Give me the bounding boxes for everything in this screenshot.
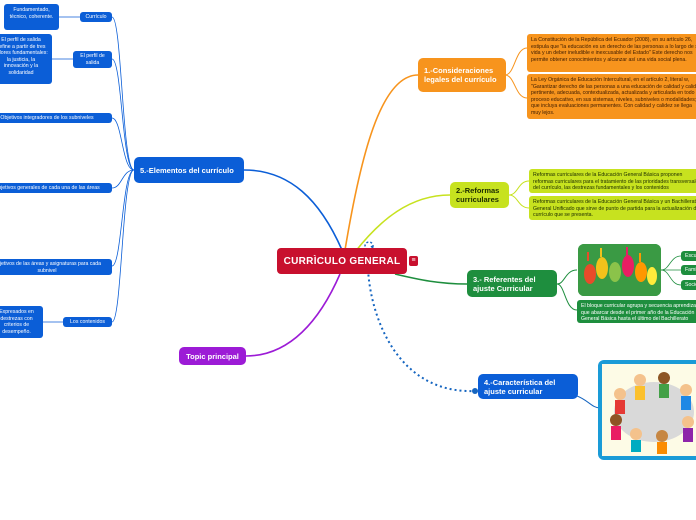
branch-consideraciones-legales[interactable]: 1.-Consideraciones legales del currículo (418, 58, 506, 92)
branch-topic-principal[interactable]: Topic principal (179, 347, 246, 365)
note-ley-organica[interactable]: La Ley Orgánica de Educación Intercultur… (527, 74, 696, 119)
item-objetivos-areas[interactable]: Objetivos de las áreas y asignaturas par… (0, 259, 112, 275)
item-objetivos-generales[interactable]: Objetivos generales de cada una de las á… (0, 183, 112, 193)
tag-escuela[interactable]: Escuela (681, 251, 696, 261)
note-reformas-2[interactable]: Reformas curriculares de la Educación Ge… (529, 196, 696, 220)
note-icon[interactable]: ≡ (409, 256, 418, 266)
detail-perfil-salida[interactable]: El perfil de salida define a partir de t… (0, 34, 52, 84)
tag-sociedad[interactable]: Sociedad (681, 280, 696, 290)
item-objetivos-integradores[interactable]: Objetivos integradores de los subniveles (0, 113, 112, 123)
detail-curriculo[interactable]: Fundamentado, técnico, coherente. (4, 4, 59, 30)
item-contenidos[interactable]: Los contenidos (63, 317, 112, 327)
note-constitucion[interactable]: La Constitución de la República del Ecua… (527, 34, 696, 72)
branch-referentes-ajuste[interactable]: 3.- Referentes del ajuste Curricular (467, 270, 557, 297)
branch-elementos-curriculo[interactable]: 5.-Elementos del currículo (134, 157, 244, 183)
note-reformas-1[interactable]: Reformas curriculares de la Educación Ge… (529, 169, 696, 193)
item-curriculo[interactable]: Currículo (80, 12, 112, 22)
note-bloque-curricular[interactable]: El bloque curricular agrupa y secuencia … (577, 300, 696, 323)
branch-reformas-curriculares[interactable]: 2.-Reformas curriculares (450, 182, 509, 208)
children-circle-image (598, 360, 696, 460)
branch-caracteristica-ajuste[interactable]: 4.-Característica del ajuste curricular (478, 374, 578, 399)
tag-familia[interactable]: Familia (681, 265, 696, 275)
item-perfil-salida[interactable]: El perfil de salida (73, 51, 112, 68)
central-topic[interactable]: CURRÌCULO GENERAL (277, 248, 407, 274)
detail-contenidos[interactable]: Expresados en destrezas con criterios de… (0, 306, 43, 338)
hands-image (578, 244, 661, 296)
